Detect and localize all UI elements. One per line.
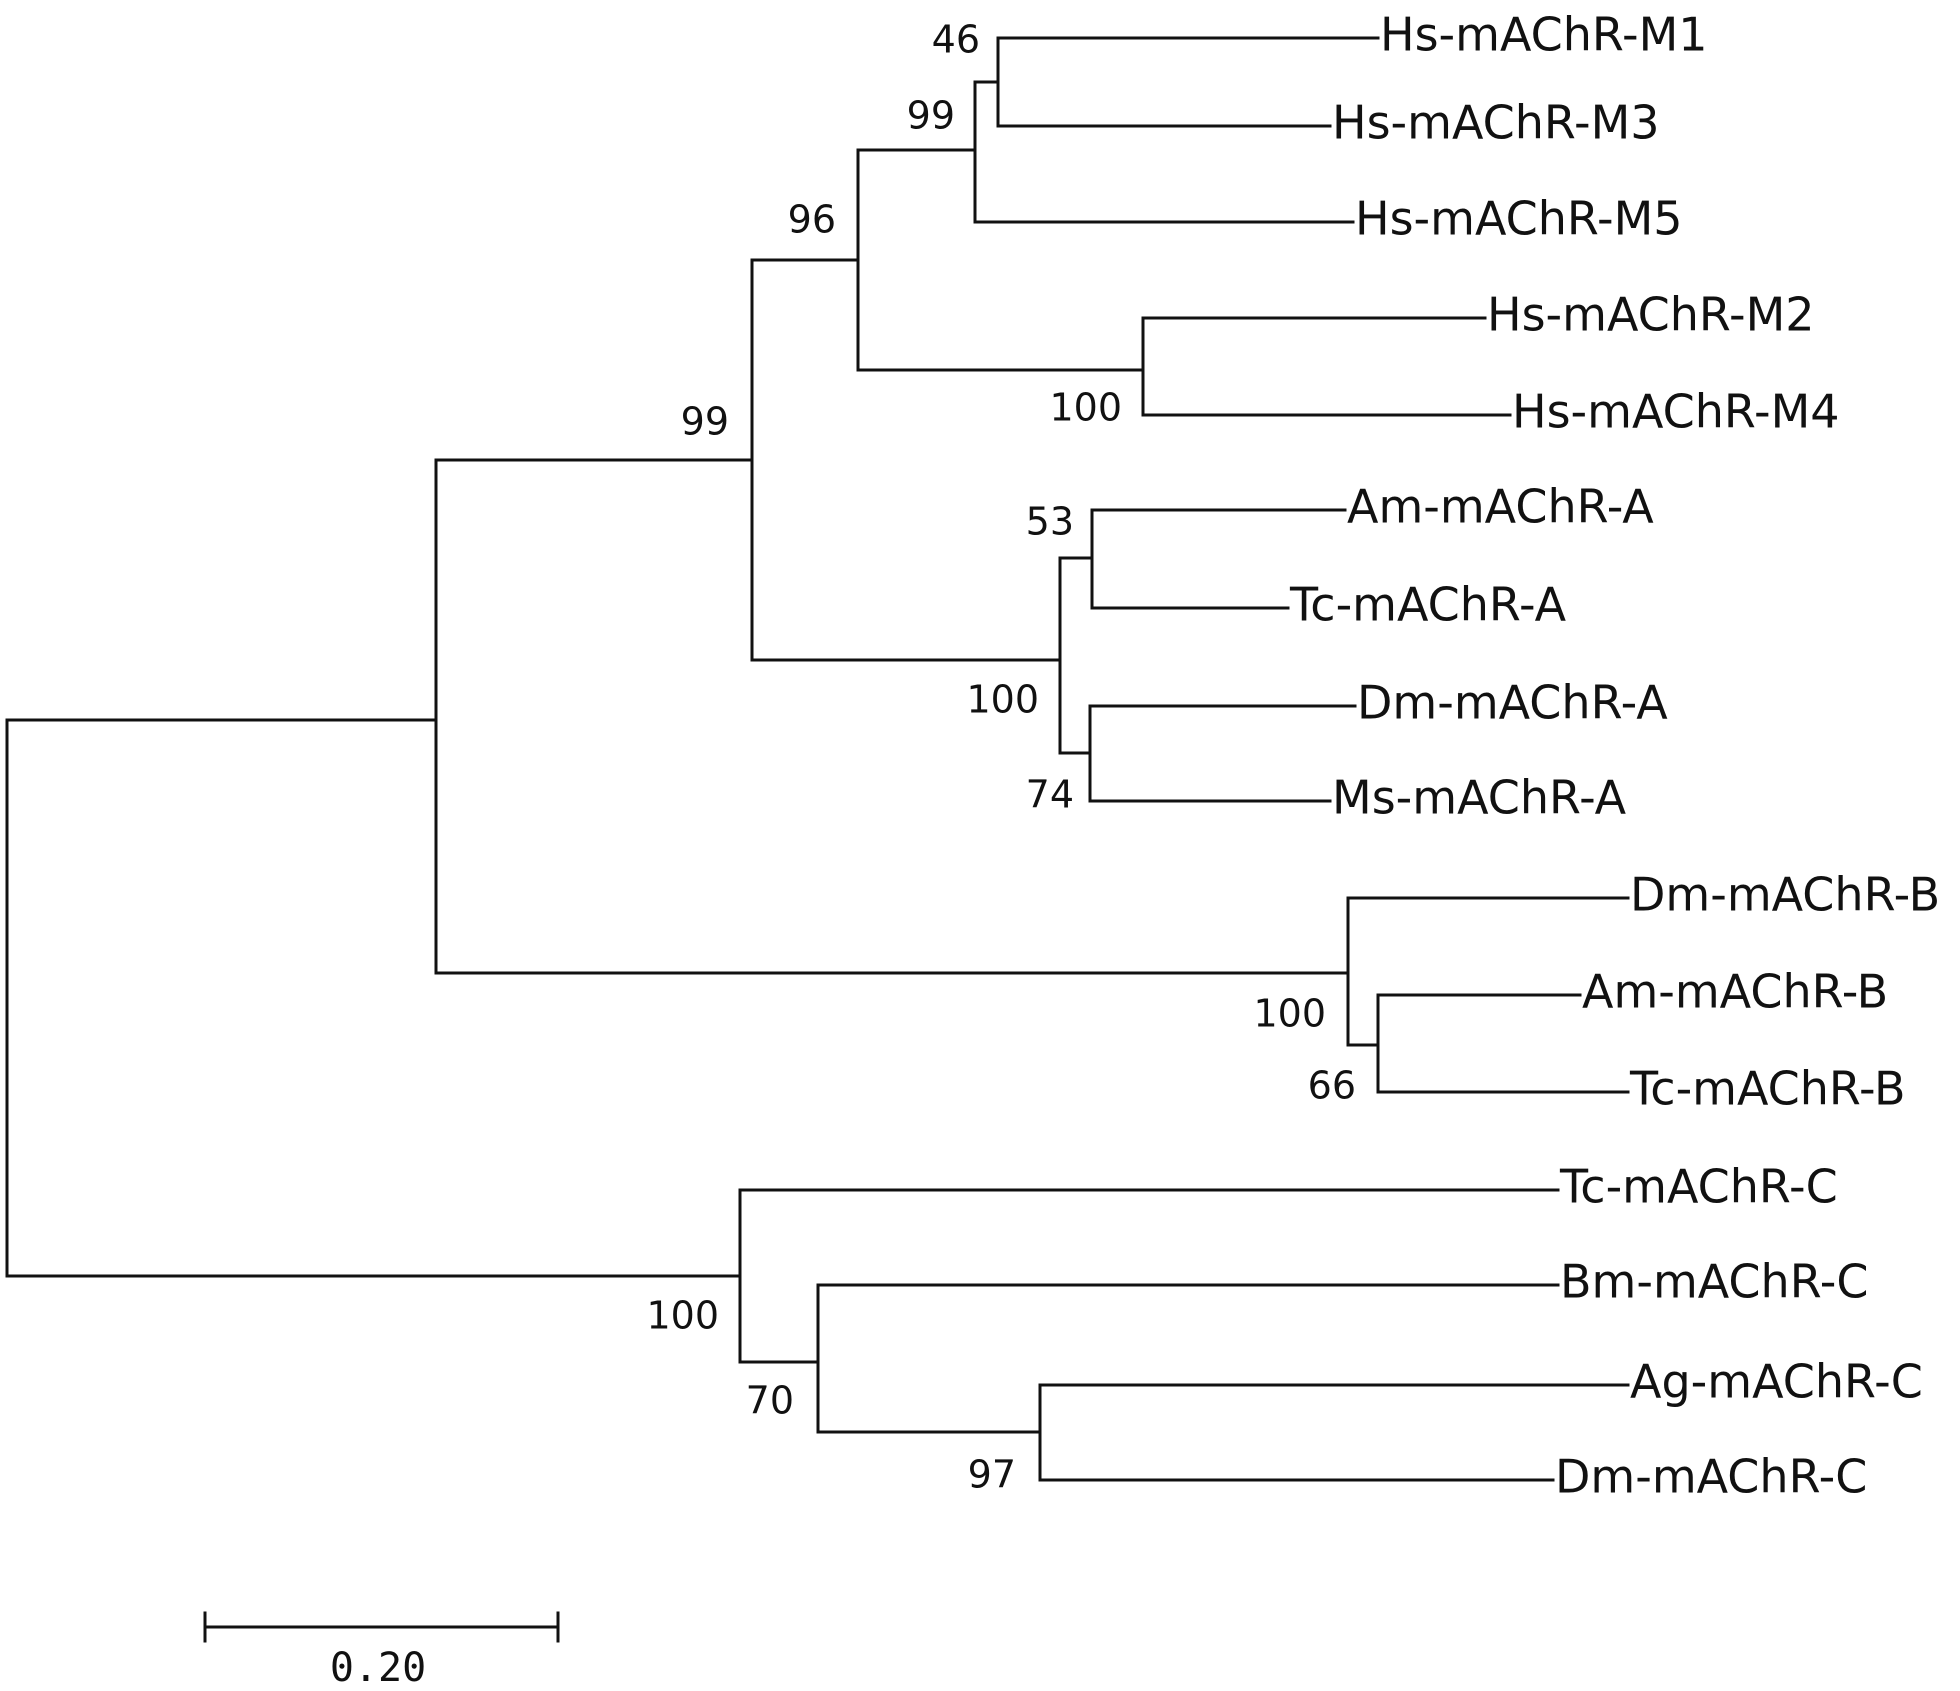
bootstrap-value-ag-dm-C: 97 [968, 1453, 1016, 1497]
bootstrap-value-dm-ms-A: 74 [1026, 773, 1074, 817]
tree-branches [5, 36, 1630, 1482]
leaf-dm-machr-c: Dm-mAChR-C [1555, 1450, 1867, 1504]
leaf-hs-machr-m3: Hs-mAChR-M3 [1332, 96, 1660, 150]
leaf-tc-machr-a: Tc-mAChR-A [1289, 578, 1567, 632]
leaf-hs-machr-m4: Hs-mAChR-M4 [1512, 385, 1840, 439]
bootstrap-value-m135-m24: 96 [788, 198, 836, 242]
bootstrap-value-bm-ag-dm-C: 70 [746, 1379, 794, 1423]
bootstrap-value-insect-C: 100 [646, 1294, 719, 1338]
bootstrap-value-insect-A: 100 [966, 678, 1039, 722]
scale-bar: 0.20 [203, 1611, 560, 1691]
scale-bar-label: 0.20 [330, 1645, 426, 1691]
leaf-labels: Hs-mAChR-M1Hs-mAChR-M3Hs-mAChR-M5Hs-mACh… [1289, 8, 1940, 1504]
bootstrap-value-m1-m3-m5: 99 [907, 94, 955, 138]
leaf-dm-machr-b: Dm-mAChR-B [1630, 868, 1940, 922]
bootstrap-value-m1-m3: 46 [932, 18, 980, 62]
bootstrap-value-am-tc-B: 66 [1308, 1064, 1356, 1108]
leaf-hs-machr-m2: Hs-mAChR-M2 [1487, 288, 1815, 342]
leaf-dm-machr-a: Dm-mAChR-A [1357, 676, 1668, 730]
bootstrap-value-insect-B: 100 [1253, 992, 1326, 1036]
leaf-tc-machr-b: Tc-mAChR-B [1629, 1062, 1906, 1116]
bootstrap-value-vertebrate-insectA: 99 [681, 400, 729, 444]
leaf-ms-machr-a: Ms-mAChR-A [1332, 771, 1627, 825]
bootstrap-value-m2-m4: 100 [1049, 386, 1122, 430]
leaf-bm-machr-c: Bm-mAChR-C [1560, 1255, 1869, 1309]
bootstrap-values: 46 99 96 99 100 53 100 74 100 66 100 70 97 [646, 18, 1356, 1497]
leaf-hs-machr-m5: Hs-mAChR-M5 [1355, 192, 1683, 246]
bootstrap-value-am-tc-A: 53 [1026, 500, 1074, 544]
leaf-hs-machr-m1: Hs-mAChR-M1 [1380, 8, 1708, 62]
leaf-ag-machr-c: Ag-mAChR-C [1630, 1355, 1923, 1409]
leaf-tc-machr-c: Tc-mAChR-C [1559, 1160, 1838, 1214]
leaf-am-machr-b: Am-mAChR-B [1582, 965, 1888, 1019]
leaf-am-machr-a: Am-mAChR-A [1347, 480, 1654, 534]
